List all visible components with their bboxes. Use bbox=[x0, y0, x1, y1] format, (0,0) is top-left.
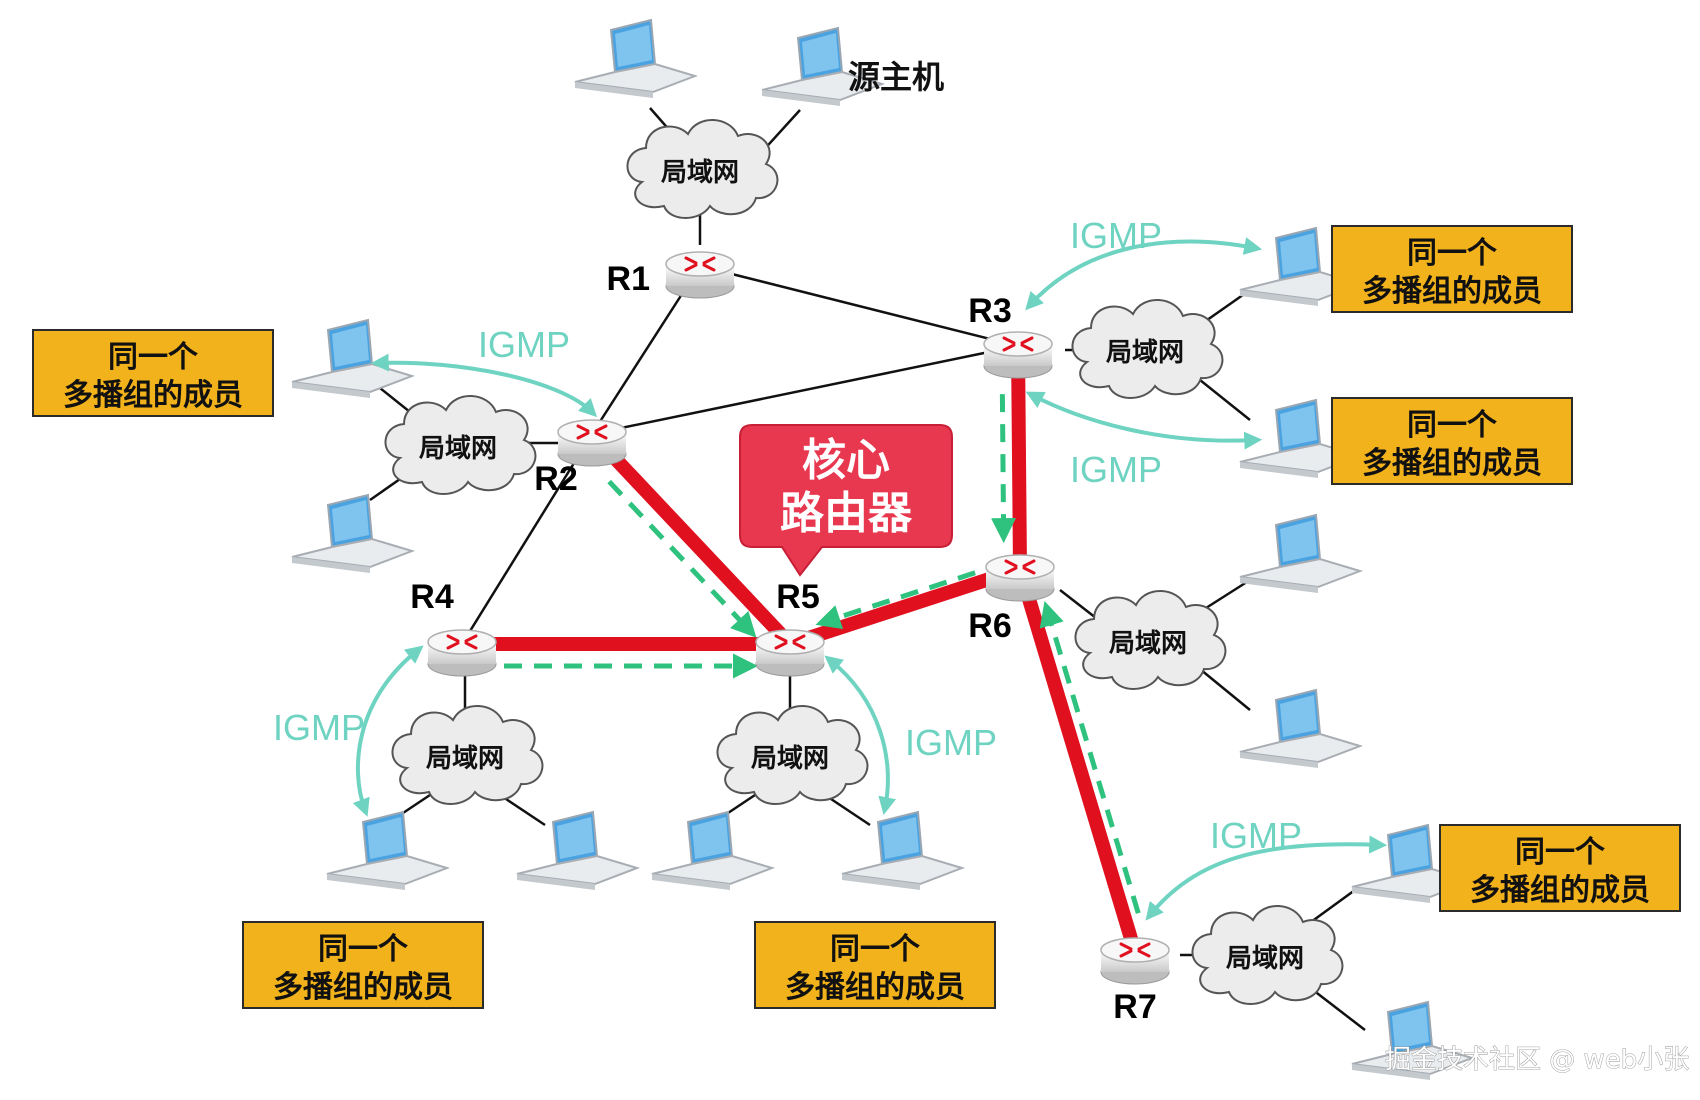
router-icon bbox=[426, 628, 498, 678]
forward-path-R7-R6 bbox=[1039, 601, 1141, 914]
svg-text:局域网: 局域网 bbox=[751, 744, 829, 774]
router-icon bbox=[984, 553, 1056, 603]
member-box: 同一个 多播组的成员 bbox=[242, 921, 484, 1009]
router-label: R3 bbox=[968, 292, 1011, 330]
laptop-icon bbox=[326, 811, 448, 891]
svg-text:IGMP: IGMP bbox=[1070, 449, 1162, 490]
laptop-icon bbox=[1239, 689, 1361, 769]
svg-text:同一个: 同一个 bbox=[1515, 835, 1606, 870]
core-router-callout: 核心 路由器 bbox=[739, 424, 953, 577]
igmp-arrows bbox=[352, 237, 1388, 921]
router-label: R6 bbox=[968, 607, 1011, 645]
svg-text:局域网: 局域网 bbox=[1106, 338, 1184, 368]
router-r4: R4 bbox=[410, 578, 498, 678]
forwarding-paths bbox=[504, 394, 1141, 914]
lan-cloud-r1: 局域网 bbox=[626, 118, 779, 219]
member-box: 同一个 多播组的成员 bbox=[1331, 225, 1573, 313]
svg-text:多播组的成员: 多播组的成员 bbox=[785, 970, 965, 1005]
svg-text:多播组的成员: 多播组的成员 bbox=[63, 378, 243, 413]
router-label: R1 bbox=[607, 260, 650, 298]
svg-text:IGMP: IGMP bbox=[478, 324, 570, 365]
svg-text:同一个: 同一个 bbox=[108, 340, 199, 375]
forward-path-R6-R5 bbox=[815, 570, 976, 630]
svg-text:IGMP: IGMP bbox=[905, 722, 997, 763]
forward-path-R3-R6 bbox=[990, 394, 1016, 544]
laptop-icon bbox=[651, 811, 773, 891]
link-R2-R3 bbox=[591, 344, 1019, 436]
link-R2-R4 bbox=[460, 433, 594, 645]
svg-text:局域网: 局域网 bbox=[426, 744, 504, 774]
router-r5: R5 bbox=[754, 578, 826, 678]
svg-text:路由器: 路由器 bbox=[780, 488, 913, 539]
router-icon bbox=[754, 628, 826, 678]
watermark: 掘金技术社区 @ web小张 bbox=[1385, 1045, 1689, 1075]
router-icon bbox=[982, 330, 1054, 380]
source-host-label: 源主机 bbox=[848, 58, 944, 96]
lan-cloud-r6: 局域网 bbox=[1074, 589, 1227, 690]
svg-text:IGMP: IGMP bbox=[1070, 215, 1162, 256]
laptop-icon bbox=[291, 494, 413, 574]
link-R6-R7 bbox=[1013, 566, 1142, 955]
svg-text:多播组的成员: 多播组的成员 bbox=[1362, 446, 1542, 481]
multicast-tree-links bbox=[462, 345, 1142, 955]
svg-text:同一个: 同一个 bbox=[1407, 236, 1498, 271]
plain-links bbox=[460, 264, 1019, 645]
router-r2: R2 bbox=[534, 418, 628, 498]
svg-text:局域网: 局域网 bbox=[419, 434, 497, 464]
member-box: 同一个 多播组的成员 bbox=[1331, 397, 1573, 485]
router-label: R5 bbox=[776, 578, 819, 616]
link-R5-R6 bbox=[787, 562, 1023, 651]
lan-cables bbox=[369, 107, 1366, 1031]
link-R3-R6 bbox=[1011, 345, 1027, 570]
router-label: R7 bbox=[1113, 988, 1156, 1026]
router-icon bbox=[1099, 936, 1171, 986]
svg-text:IGMP: IGMP bbox=[1210, 815, 1302, 856]
link-R2-R5 bbox=[586, 429, 796, 649]
svg-text:多播组的成员: 多播组的成员 bbox=[273, 970, 453, 1005]
svg-text:多播组的成员: 多播组的成员 bbox=[1362, 274, 1542, 309]
laptop-icon bbox=[291, 319, 413, 399]
router-icon bbox=[664, 250, 736, 300]
svg-text:同一个: 同一个 bbox=[318, 932, 409, 967]
svg-text:核心: 核心 bbox=[802, 435, 890, 486]
router-r7: R7 bbox=[1099, 936, 1171, 1026]
svg-text:同一个: 同一个 bbox=[830, 932, 921, 967]
router-r1: R1 bbox=[607, 250, 736, 300]
igmp-labels: IGMP IGMP IGMP IGMP IGMP IGMP bbox=[273, 215, 1302, 856]
svg-text:IGMP: IGMP bbox=[273, 707, 365, 748]
svg-text:局域网: 局域网 bbox=[1109, 629, 1187, 659]
svg-text:局域网: 局域网 bbox=[1226, 944, 1304, 974]
link-R1-R3 bbox=[699, 264, 1019, 348]
member-box: 同一个 多播组的成员 bbox=[754, 921, 996, 1009]
router-label: R2 bbox=[534, 460, 577, 498]
lan-cloud-r4: 局域网 bbox=[391, 704, 544, 805]
lan-cloud-r3: 局域网 bbox=[1071, 298, 1224, 399]
member-box: 同一个 多播组的成员 bbox=[32, 329, 274, 417]
router-r3: R3 bbox=[968, 292, 1054, 380]
forward-path-R2-R5 bbox=[607, 479, 757, 638]
svg-text:多播组的成员: 多播组的成员 bbox=[1470, 873, 1650, 908]
svg-text:局域网: 局域网 bbox=[661, 158, 739, 188]
laptop-icon bbox=[574, 19, 696, 99]
svg-text:同一个: 同一个 bbox=[1407, 408, 1498, 443]
router-label: R4 bbox=[410, 578, 454, 616]
lan-cloud-r5: 局域网 bbox=[716, 704, 869, 805]
lan-cloud-r7: 局域网 bbox=[1191, 904, 1344, 1005]
laptop-icon bbox=[1239, 514, 1361, 594]
laptop-icon bbox=[841, 811, 963, 891]
lan-cloud-r2: 局域网 bbox=[384, 394, 537, 495]
member-box: 同一个 多播组的成员 bbox=[1439, 824, 1681, 912]
laptop-icon bbox=[516, 811, 638, 891]
router-r6: R6 bbox=[968, 553, 1056, 645]
